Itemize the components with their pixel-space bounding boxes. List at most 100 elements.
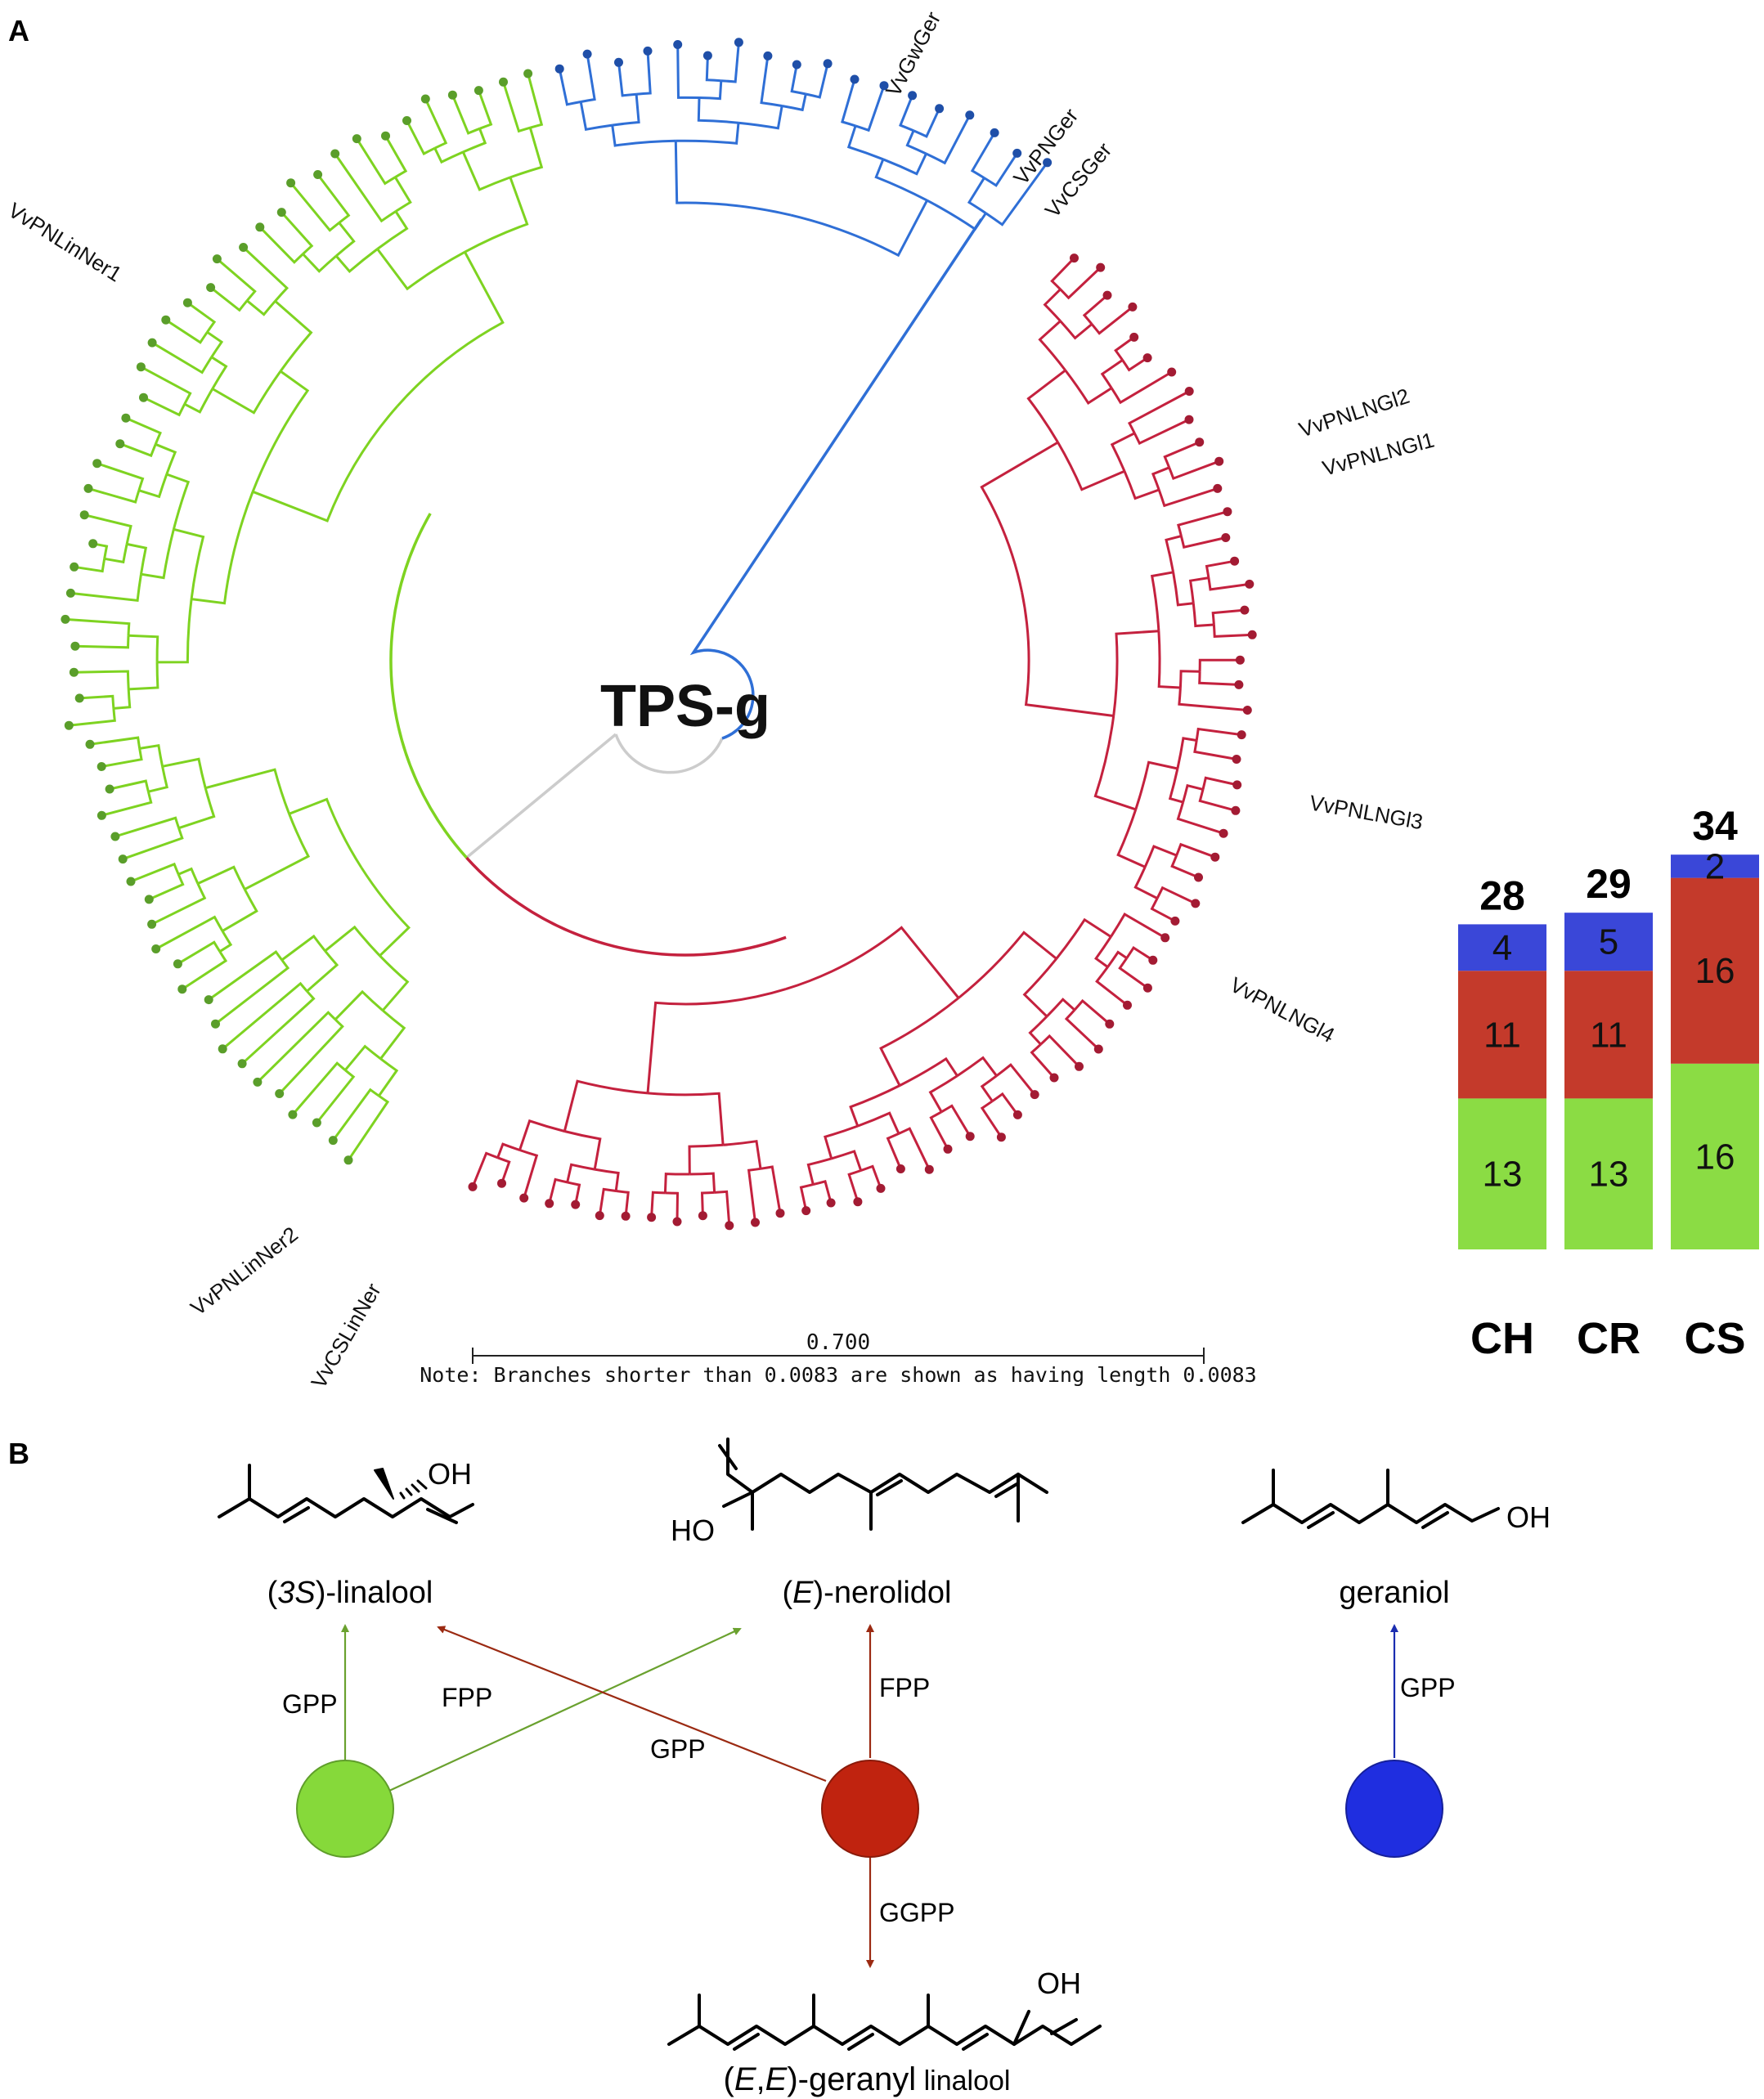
tree-branch <box>925 114 972 165</box>
tree-green-stem <box>389 513 468 859</box>
tree-leaf-node <box>97 810 106 820</box>
tree-leaf-node <box>313 170 323 179</box>
tree-branch <box>206 330 224 358</box>
tree-leaf-node <box>121 413 131 423</box>
tree-branch <box>332 1088 380 1141</box>
tree-leaf-node <box>497 1178 506 1188</box>
tree-branch <box>1090 306 1133 335</box>
tree-leaf-node <box>672 1217 682 1227</box>
tree-leaf-node <box>775 1209 785 1218</box>
tree-branch <box>926 199 987 231</box>
tree-leaf-node <box>763 51 773 61</box>
tree-branch <box>940 1104 972 1137</box>
tree-leaf-node <box>1242 706 1252 715</box>
tree-branch <box>563 1130 602 1170</box>
tree-branch <box>204 768 290 814</box>
tree-branch <box>841 78 856 128</box>
tree-branch <box>334 989 384 1020</box>
tree-leaf-node <box>1232 755 1241 764</box>
tree-leaf-node <box>801 1206 811 1216</box>
blue-clade-circle <box>1345 1760 1443 1858</box>
tree-branch <box>1110 913 1166 940</box>
tree-leaf-node <box>115 439 125 449</box>
tree-branch <box>674 141 792 217</box>
tree-branch <box>970 132 996 179</box>
tree-branch <box>461 151 511 191</box>
tree-branch <box>847 1169 862 1203</box>
tree-leaf-node <box>1221 533 1231 542</box>
tree-leaf-node <box>239 243 249 252</box>
tree-branch <box>1116 809 1146 868</box>
tree-branch <box>714 1190 731 1226</box>
tree-branch <box>879 997 960 1087</box>
tree-leaf-node <box>1219 828 1228 838</box>
tree-leaf-node <box>519 1193 529 1203</box>
tree-leaf-node <box>206 283 216 293</box>
tree-branch <box>1112 630 1159 716</box>
bar-total-label: 28 <box>1479 872 1525 918</box>
tree-branch <box>424 98 448 150</box>
tree-branch <box>164 318 209 344</box>
tree-blue-stem <box>689 218 983 740</box>
tree-branch <box>497 1156 511 1184</box>
tree-branch <box>376 248 466 291</box>
tree-leaf-node <box>908 91 918 101</box>
tree-branch <box>928 1074 958 1113</box>
tree-branch <box>216 258 257 302</box>
tree-branch <box>663 1173 690 1193</box>
tree-leaf-node <box>1247 630 1257 639</box>
tree-branch <box>148 873 185 901</box>
tree-leaf-node <box>698 1211 707 1221</box>
tree-branch <box>151 341 213 375</box>
tree-leaf-node <box>110 832 120 841</box>
tree-branch <box>177 940 222 966</box>
tree-branch <box>173 527 205 599</box>
tree-root-stem <box>465 733 617 859</box>
tree-branch <box>244 813 311 890</box>
panel-label-a: A <box>8 14 29 47</box>
tree-leaf-node <box>876 1183 886 1193</box>
tree-leaf-node <box>69 667 79 677</box>
tree-branch <box>886 1132 902 1170</box>
arrow-label-green-fpp: FPP <box>442 1683 492 1712</box>
tree-branch <box>567 1181 581 1205</box>
tree-branch <box>676 123 740 145</box>
tree-leaf-node <box>147 919 157 929</box>
tree-leaf-node <box>343 1155 353 1165</box>
tree-branch <box>140 366 192 405</box>
tree-branch <box>635 51 652 96</box>
tree-leaf-nodes <box>61 38 1257 1231</box>
tree-branch <box>781 93 807 112</box>
geranyl-linalool-oh: OH <box>1037 1967 1081 2000</box>
tree-leaf-node <box>965 1132 975 1141</box>
tree-leaf-node <box>1093 1044 1103 1054</box>
tree-leaf-node <box>1049 1073 1059 1083</box>
tree-leaf-node <box>275 1089 285 1098</box>
tree-branch <box>1198 658 1241 672</box>
green-clade-circle <box>296 1760 394 1858</box>
tree-branch <box>1039 1034 1080 1068</box>
tree-branch <box>471 1151 499 1187</box>
tree-branch <box>958 931 1057 999</box>
tree-leaf-node <box>105 784 114 794</box>
tree-branch <box>142 396 186 417</box>
tree-branch <box>1175 842 1216 859</box>
tree-leaf-node <box>64 720 74 730</box>
tree-branch <box>1021 591 1114 717</box>
tree-branch <box>956 1056 998 1077</box>
tree-leaf-node <box>144 895 154 904</box>
tree-branch <box>128 662 159 691</box>
tree-leaf-node <box>850 74 860 84</box>
tree-leaf-node <box>1213 483 1223 493</box>
tree-branch <box>1095 966 1129 1007</box>
tree-leaf-node <box>65 588 75 598</box>
tree-branch <box>109 779 150 792</box>
tree-branch <box>210 356 228 390</box>
tree-leaf-node <box>70 562 79 572</box>
tree-branch <box>324 925 381 957</box>
tree-leaf-node <box>85 739 95 749</box>
tree-branch <box>857 1111 900 1135</box>
tree-leaf-node <box>1129 332 1139 342</box>
tree-branch <box>384 135 408 178</box>
